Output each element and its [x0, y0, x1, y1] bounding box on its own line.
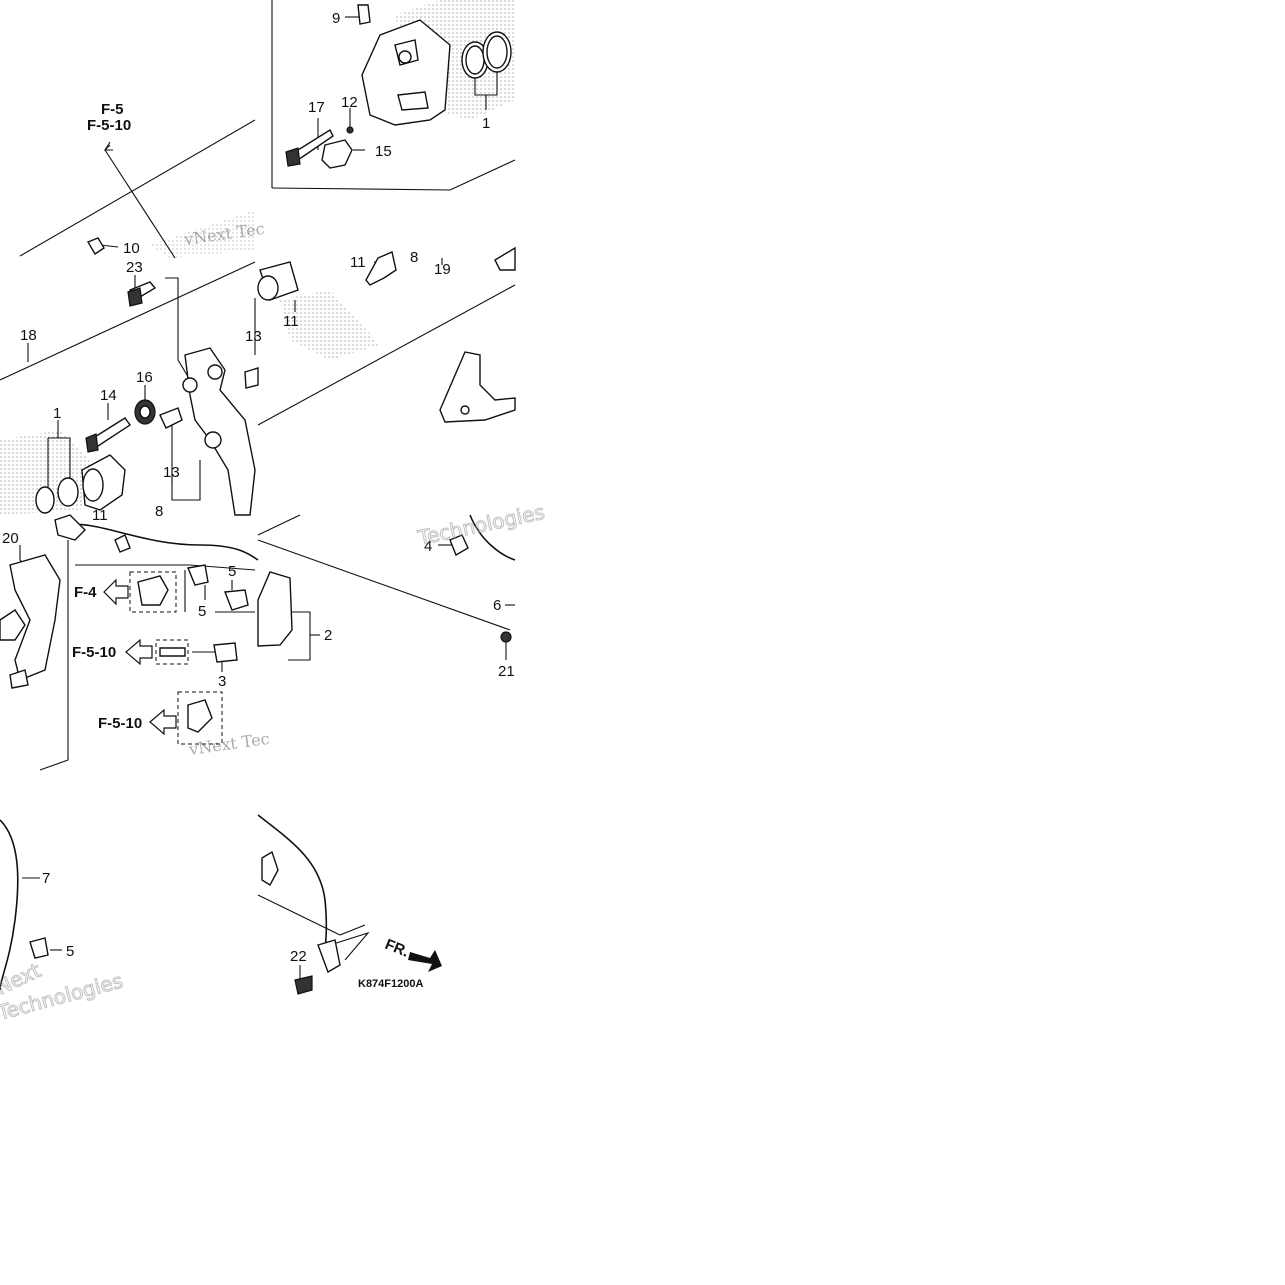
ref-f4: F-4 [74, 584, 97, 601]
callout-7: 7 [42, 870, 50, 887]
callout-9: 9 [332, 10, 340, 27]
callout-8-top: 8 [410, 249, 418, 266]
callout-20: 20 [2, 530, 19, 547]
callout-18: 18 [20, 327, 37, 344]
frame-lines [0, 0, 516, 936]
callout-12: 12 [341, 94, 358, 111]
callout-labels: 9 17 12 15 1 10 23 18 11 8 19 11 13 16 1… [2, 10, 515, 965]
callout-1-mid: 1 [53, 405, 61, 422]
callout-19: 19 [434, 261, 451, 278]
callout-22: 22 [290, 948, 307, 965]
callout-5-top: 5 [228, 563, 236, 580]
diagram-code: K874F1200A [358, 978, 423, 990]
callout-16: 16 [136, 369, 153, 386]
callout-11-mid: 11 [283, 313, 299, 330]
callout-13-top: 13 [245, 328, 262, 345]
ref-f5: F-5 [101, 101, 124, 118]
ref-f5-10-top: F-5-10 [87, 117, 131, 134]
reference-labels: F-5 F-5-10 F-4 F-5-10 F-5-10 [72, 101, 142, 732]
ref-f5-10-low: F-5-10 [98, 715, 142, 732]
callout-11-low: 11 [92, 507, 108, 524]
callout-11-top: 11 [350, 254, 366, 271]
callout-6: 6 [493, 597, 501, 614]
watermark-vnext-2: vNext Tec [187, 729, 271, 759]
watermark-technologies-1: Technologies [415, 500, 547, 550]
callout-10: 10 [123, 240, 140, 257]
callout-15: 15 [375, 143, 392, 160]
bracket-and-pistons [35, 237, 397, 516]
brake-pads [257, 246, 516, 647]
callout-3: 3 [218, 673, 226, 690]
callout-4: 4 [424, 538, 432, 555]
callout-5-mid: 5 [198, 603, 206, 620]
callout-17: 17 [308, 99, 325, 116]
callout-1-top: 1 [482, 115, 490, 132]
callout-23: 23 [126, 259, 143, 276]
reference-arrows [103, 144, 442, 972]
callout-14: 14 [100, 387, 117, 404]
callout-8-low: 8 [155, 503, 163, 520]
front-direction-label: FR. [383, 936, 412, 961]
caliper-body-top [285, 4, 512, 169]
leader-lines [19, 16, 515, 980]
sensor-wiring [0, 514, 516, 995]
callout-13-low: 13 [163, 464, 180, 481]
callout-21: 21 [498, 663, 515, 680]
callout-5-low: 5 [66, 943, 74, 960]
callout-2: 2 [324, 627, 332, 644]
ref-f5-10-mid: F-5-10 [72, 644, 116, 661]
